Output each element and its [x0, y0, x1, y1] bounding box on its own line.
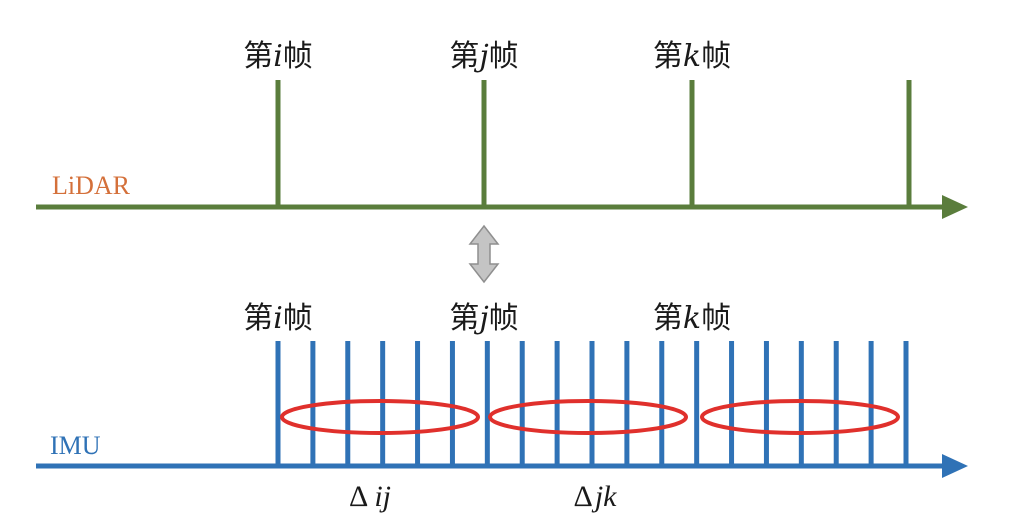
- lidar-axis-arrowhead: [942, 195, 968, 219]
- imu-label: IMU: [50, 431, 101, 460]
- double-headed-vertical-arrow-icon: [468, 224, 500, 284]
- imu-sample-ticks: [275, 341, 909, 466]
- lidar-frame-label-i: 第i帧: [243, 39, 313, 74]
- lidar-frame-label-k: 第k帧: [653, 39, 731, 74]
- interval-label-jk: Δjk: [574, 480, 618, 513]
- imu-axis-arrowhead: [942, 454, 968, 478]
- lidar-frame-label-j: 第j帧: [449, 39, 518, 74]
- lidar-label: LiDAR: [52, 171, 131, 200]
- preintegration-ellipse-next: [700, 399, 900, 435]
- imu-frame-label-i: 第i帧: [243, 301, 313, 336]
- preintegration-ellipse-ij: [280, 399, 480, 435]
- preintegration-ellipse-jk: [488, 399, 688, 435]
- imu-frame-label-k: 第k帧: [653, 301, 731, 336]
- imu-frame-label-j: 第j帧: [449, 301, 518, 336]
- lidar-track: LiDAR 第i帧 第j帧 第k帧: [36, 39, 968, 219]
